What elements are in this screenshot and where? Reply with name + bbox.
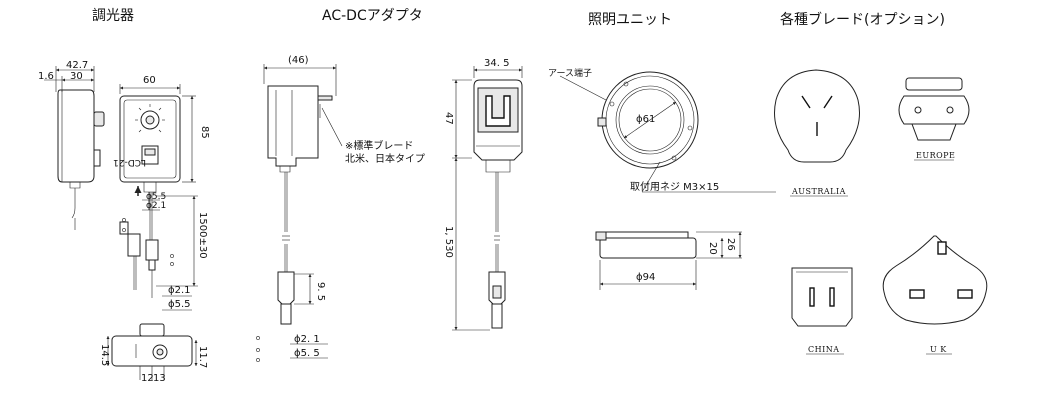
screw-label: 取付用ネジ M3×15 [630, 180, 719, 193]
dim-bottom-13: 13 [153, 373, 166, 384]
blade-uk-drawing [882, 235, 988, 355]
light-unit-side-view [595, 231, 742, 290]
dimmer-plug-upper [142, 199, 160, 298]
ground-terminal-label: アース端子 [548, 67, 592, 79]
blade-europe-drawing [898, 77, 970, 161]
adapter-dim-plug-95: 9. 5 [315, 282, 326, 301]
dimmer-plug-side [74, 218, 174, 290]
dim-cable-length: 1500±30 [197, 212, 208, 259]
adapter-dim-height-47: 47 [443, 112, 454, 125]
adapter-note-line2: 北米、日本タイプ [345, 152, 425, 165]
dimmer-side-view [44, 66, 105, 219]
model-label: LCD-21 [113, 157, 146, 167]
light-dim-h20: 20 [707, 242, 718, 255]
adapter-front-view [452, 66, 523, 331]
title-blades: 各種ブレード(オプション) [780, 11, 945, 28]
light-dim-inner-phi: ϕ61 [636, 114, 655, 125]
adapter-dim-plug-phi-21: ϕ2. 1 [294, 334, 320, 345]
light-dim-outer-phi: ϕ94 [636, 272, 655, 283]
adapter-note-line1: ※標準ブレード [345, 139, 413, 152]
dimmer-bottom-view [106, 323, 198, 380]
adapter-side-view [256, 64, 343, 362]
dim-plug-phi-55: ϕ5.5 [168, 299, 191, 310]
blade-australia-drawing [774, 69, 860, 197]
dim-phi-21: ϕ2.1 [146, 201, 166, 211]
title-light-unit: 照明ユニット [588, 12, 672, 28]
blade-china-label: CHINA [808, 345, 840, 354]
blade-china-drawing [791, 267, 853, 355]
adapter-dim-cable-1530: 1, 530 [443, 226, 454, 258]
dimmer-front-view [119, 84, 198, 287]
adapter-dim-plug-phi-55: ϕ5. 5 [294, 348, 320, 359]
light-unit-top-view [559, 71, 776, 193]
light-dim-h26: 26 [725, 238, 736, 251]
dim-bottom-12: 12 [141, 373, 154, 384]
title-dimmer: 調光器 [92, 8, 134, 24]
title-adapter: AC-DCアダプタ [322, 8, 423, 24]
dim-height: 85 [199, 126, 210, 139]
dim-bottom-117: 11.7 [197, 346, 208, 368]
dim-total-depth: 42.7 [66, 60, 88, 71]
dim-width: 60 [143, 75, 156, 86]
adapter-dim-width-46: (46) [288, 55, 309, 66]
dim-bottom-145: 14.5 [99, 344, 110, 366]
dim-phi-55: ϕ5.5 [146, 192, 166, 202]
adapter-dim-width-345: 34. 5 [484, 58, 509, 69]
dim-depth: 30 [70, 71, 83, 82]
blade-australia-label: AUSTRALIA [791, 187, 846, 196]
blade-uk-label: U K [930, 345, 947, 354]
dim-small: 1.6 [38, 71, 54, 82]
blade-europe-label: EUROPE [916, 151, 955, 160]
dim-plug-phi-21: ϕ2.1 [168, 285, 191, 296]
